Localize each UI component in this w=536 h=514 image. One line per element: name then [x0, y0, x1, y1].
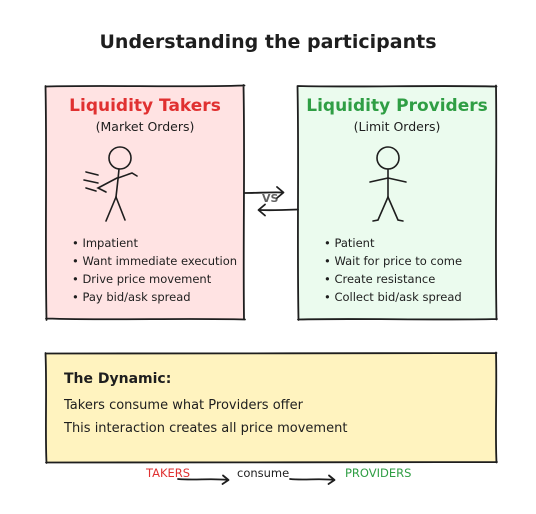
takers-trait: • Pay bid/ask spread	[72, 290, 191, 304]
dynamic-panel: The Dynamic: Takers consume what Provide…	[46, 353, 496, 462]
vs-arrow-left	[258, 208, 299, 212]
providers-title: Liquidity Providers	[306, 96, 488, 116]
takers-trait: • Want immediate execution	[72, 254, 238, 268]
providers-traits-list: • Patient • Wait for price to come • Cre…	[324, 234, 462, 306]
providers-trait: • Create resistance	[324, 272, 436, 286]
vs-label: VS	[262, 192, 279, 205]
providers-trait: • Collect bid/ask spread	[324, 290, 462, 304]
takers-trait: • Drive price movement	[72, 272, 212, 286]
flow-arrow-1	[177, 478, 229, 481]
providers-trait: • Patient	[324, 236, 375, 250]
takers-trait: • Impatient	[72, 236, 138, 250]
takers-title: Liquidity Takers	[69, 96, 221, 116]
providers-trait: • Wait for price to come	[324, 254, 463, 268]
patient-stick-figure-icon	[369, 146, 407, 222]
providers-panel: Liquidity Providers (Limit Orders) • Pat…	[298, 86, 496, 319]
takers-panel: Liquidity Takers (Market Orders) • Impat…	[46, 86, 244, 319]
flow-consume-label: consume	[237, 466, 290, 480]
dynamic-line-2: This interaction creates all price movem…	[64, 421, 348, 436]
diagram-title: Understanding the participants	[99, 31, 437, 53]
dynamic-title: The Dynamic:	[64, 371, 172, 387]
takers-subtitle: (Market Orders)	[95, 119, 195, 134]
dynamic-panel-border	[44, 351, 498, 464]
flow-arrow-2	[289, 478, 335, 481]
vs-arrow-right	[244, 191, 284, 194]
takers-traits-list: • Impatient • Want immediate execution •…	[72, 234, 237, 306]
flow-providers-label: PROVIDERS	[345, 466, 412, 480]
flow-takers-label: TAKERS	[146, 466, 191, 480]
providers-subtitle: (Limit Orders)	[353, 119, 441, 134]
impatient-stick-figure-icon	[83, 146, 138, 222]
takers-panel-border	[44, 84, 246, 321]
providers-panel-border	[296, 84, 498, 321]
dynamic-line-1: Takers consume what Providers offer	[64, 398, 303, 413]
